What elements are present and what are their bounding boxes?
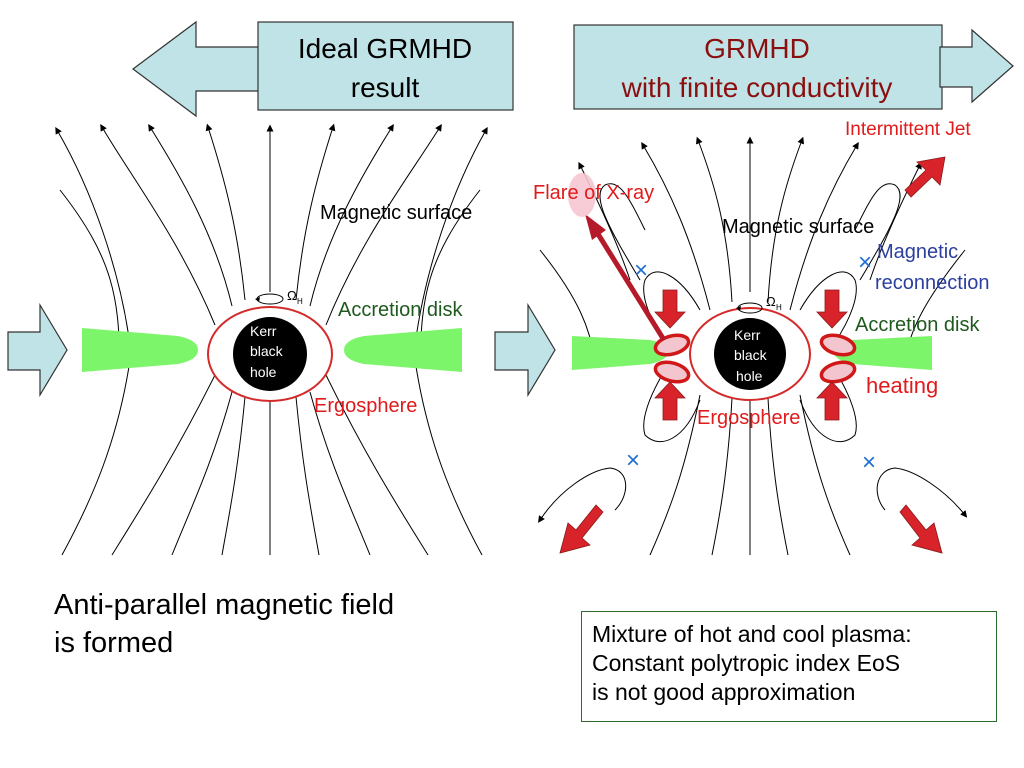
reconnection-marker: × (862, 449, 876, 476)
left-black-hole-label-1: Kerr (250, 323, 277, 339)
right-omega-subscript: H (776, 303, 782, 312)
left-field-line (61, 359, 131, 556)
right-field-loop (799, 271, 857, 343)
right-rotation-icon (736, 302, 763, 314)
left-field-line (221, 396, 246, 556)
right-field-loop (643, 369, 701, 443)
right-field-line (641, 141, 711, 311)
right-black-hole-label-3: hole (736, 368, 763, 384)
plasma-flow-arrows (559, 156, 946, 554)
left-banner-title-line2: result (351, 72, 420, 103)
left-accretion-disk-right (344, 328, 462, 372)
left-caption-line1: Anti-parallel magnetic field (54, 589, 395, 621)
left-magnetic-surface-label: Magnetic surface (320, 202, 472, 224)
flare-arrow (568, 173, 667, 342)
left-accretion-disk-label: Accretion disk (338, 299, 463, 321)
outflow-arrow-lower-right (899, 504, 943, 554)
left-field-line (100, 123, 216, 326)
left-black-hole-label-2: black (250, 343, 284, 359)
inflow-arrow-lower-right (816, 381, 848, 421)
left-field-line (111, 374, 216, 556)
magnetic-reconnection-label-2: reconnection (875, 272, 990, 294)
right-field-loop (538, 467, 627, 523)
right-black-hole-label-1: Kerr (734, 327, 761, 343)
right-omega-symbol: Ω (766, 294, 776, 309)
inflow-arrow-upper-left (654, 289, 686, 329)
flare-glow (568, 173, 596, 217)
outflow-arrow-lower-left (559, 504, 604, 554)
left-field-line (55, 126, 131, 346)
note-box: Mixture of hot and cool plasma: Constant… (581, 611, 997, 722)
left-field-line (295, 396, 320, 556)
right-field-lines (538, 136, 968, 556)
left-banner-arrow: Ideal GRMHD result (131, 20, 514, 118)
right-field-line (799, 394, 851, 556)
note-line3: is not good approximation (592, 679, 856, 705)
reconnection-marker: × (634, 257, 648, 284)
left-omega-symbol: Ω (287, 288, 297, 303)
left-field-lines (55, 123, 488, 556)
left-field-line (295, 123, 336, 301)
reconnection-marker: × (626, 447, 640, 474)
right-accretion-disk-right (834, 336, 932, 370)
right-field-line (649, 394, 701, 556)
right-field-line (767, 136, 805, 303)
heating-label: heating (866, 373, 938, 398)
right-magnetic-surface-label: Magnetic surface (722, 216, 874, 238)
left-field-line (309, 124, 394, 307)
right-banner-arrow: GRMHD with finite conductivity (573, 24, 1014, 110)
heating-region (819, 360, 857, 384)
right-field-loop (799, 369, 857, 443)
right-field-loop (876, 467, 968, 518)
magnetic-reconnection-label-1: Magnetic (877, 241, 958, 263)
reconnection-marker: × (858, 249, 872, 276)
note-line2: Constant polytropic index EoS (592, 650, 901, 676)
left-field-line (205, 123, 246, 301)
left-field-line (325, 374, 429, 556)
right-field-line (711, 397, 733, 556)
right-field-loop (854, 183, 901, 281)
left-caption-line2: is formed (54, 627, 174, 659)
left-field-line (148, 124, 233, 307)
flare-label: Flare of X-ray (533, 182, 654, 204)
right-inflow-arrow (494, 302, 556, 398)
left-inflow-arrow (7, 302, 68, 398)
left-caption: Anti-parallel magnetic field is formed (54, 586, 394, 662)
right-ergosphere-label: Ergosphere (697, 407, 800, 429)
right-accretion-disk-left (572, 336, 668, 370)
right-black-hole-label-2: black (734, 347, 768, 363)
outflow-arrow-jet (904, 156, 946, 198)
left-rotation-icon (255, 293, 284, 305)
heating-region (653, 360, 691, 384)
heating-region (819, 333, 857, 357)
note-line1: Mixture of hot and cool plasma: (592, 621, 912, 647)
right-black-hole (714, 318, 786, 390)
left-omega-subscript: H (297, 297, 303, 306)
left-accretion-disk-left (82, 328, 198, 372)
right-field-line (695, 136, 733, 303)
left-field-line (414, 126, 488, 346)
right-field-line (767, 397, 789, 556)
right-banner-title-line2: with finite conductivity (621, 72, 893, 103)
left-ergosphere-label: Ergosphere (314, 395, 417, 417)
left-field-line (414, 359, 483, 556)
inflow-arrow-upper-right (816, 289, 848, 329)
right-field-loop (599, 183, 646, 281)
right-field-line (789, 141, 859, 311)
left-banner-title-line1: Ideal GRMHD (298, 33, 472, 64)
intermittent-jet-label: Intermittent Jet (845, 119, 971, 140)
right-field-line (869, 161, 922, 281)
right-banner-title-line1: GRMHD (704, 33, 810, 64)
right-accretion-disk-label: Accretion disk (855, 314, 980, 336)
left-black-hole (233, 317, 307, 391)
left-field-line (325, 124, 442, 326)
left-field-line (309, 391, 371, 556)
left-black-hole-label-3: hole (250, 364, 277, 380)
left-field-line (171, 391, 233, 556)
inflow-arrow-lower-left (654, 381, 686, 421)
